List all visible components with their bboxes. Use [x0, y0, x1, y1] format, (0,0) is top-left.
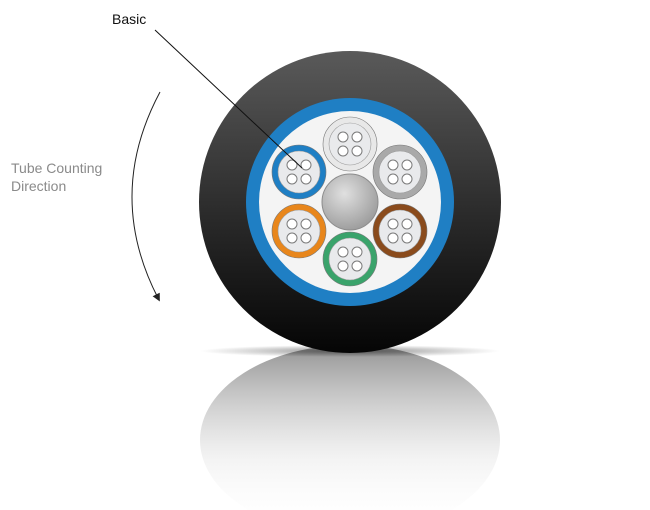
tube-inner — [378, 150, 422, 194]
basic-label: Basic — [112, 11, 146, 27]
fiber — [300, 232, 312, 244]
tube-inner — [277, 209, 321, 253]
fiber — [337, 246, 349, 258]
tube-green — [322, 231, 378, 287]
fiber — [337, 145, 349, 157]
fiber — [286, 159, 298, 171]
tube-orange — [271, 203, 327, 259]
tube-inner — [328, 237, 372, 281]
tube-brown — [372, 203, 428, 259]
fiber — [401, 173, 413, 185]
fiber — [351, 131, 363, 143]
tube-counting-direction-arrow — [131, 91, 161, 302]
cable-reflection — [200, 345, 500, 510]
fiber — [351, 145, 363, 157]
tube-inner — [328, 122, 372, 166]
central-strength-member — [321, 173, 379, 231]
tube-inner — [277, 150, 321, 194]
fiber — [351, 246, 363, 258]
direction-label-line2: Direction — [11, 178, 66, 194]
tube-blue — [271, 144, 327, 200]
fiber — [351, 260, 363, 272]
fiber — [337, 260, 349, 272]
fiber — [387, 173, 399, 185]
fiber — [387, 159, 399, 171]
fiber — [286, 232, 298, 244]
fiber — [387, 232, 399, 244]
fiber — [300, 173, 312, 185]
fiber — [286, 218, 298, 230]
fiber — [401, 218, 413, 230]
fiber — [300, 159, 312, 171]
fiber — [401, 232, 413, 244]
tube-inner — [378, 209, 422, 253]
tube-gray — [372, 144, 428, 200]
fiber — [300, 218, 312, 230]
direction-label-line1: Tube Counting — [11, 160, 102, 176]
fiber — [387, 218, 399, 230]
fiber — [401, 159, 413, 171]
basic-leader-line — [154, 29, 303, 169]
fiber — [337, 131, 349, 143]
fiber — [286, 173, 298, 185]
tube-white — [322, 116, 378, 172]
